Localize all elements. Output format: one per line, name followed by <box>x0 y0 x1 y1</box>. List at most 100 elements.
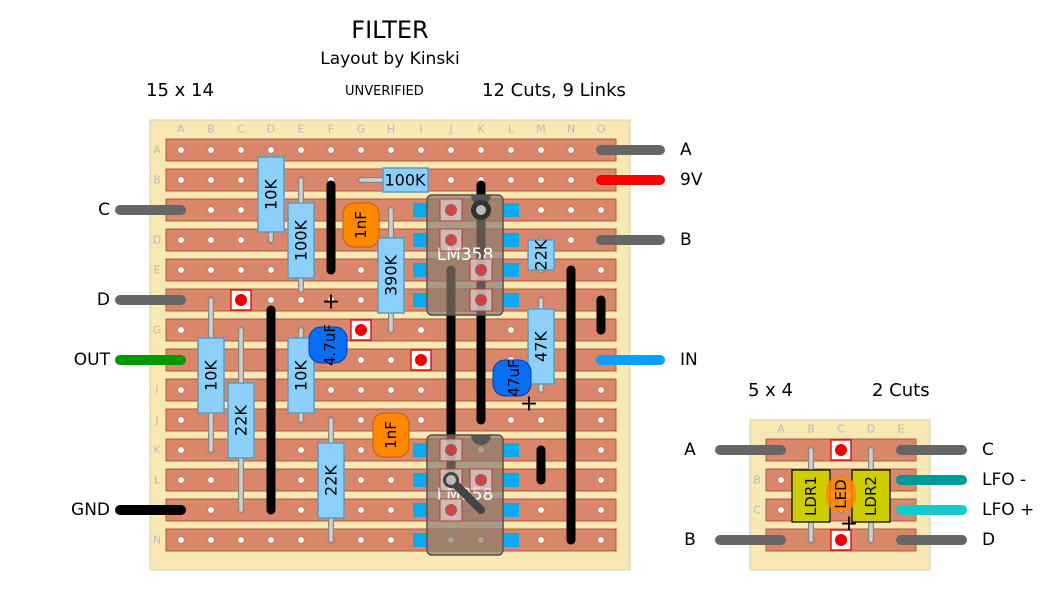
row-label: B <box>753 474 761 487</box>
column-label: C <box>837 423 845 436</box>
hole <box>357 446 365 454</box>
polarity-plus: + <box>520 392 538 417</box>
wire-label-d: D <box>982 530 995 550</box>
hole <box>177 476 185 484</box>
hole <box>507 326 515 334</box>
hole <box>177 146 185 154</box>
hole <box>567 146 575 154</box>
column-label: A <box>777 423 785 436</box>
cuts-links-label: 12 Cuts, 9 Links <box>482 80 626 101</box>
ic-pin <box>413 473 428 487</box>
column-label: I <box>419 123 422 136</box>
hole <box>237 236 245 244</box>
cut-dot <box>445 504 457 516</box>
resistor-label: 10K <box>292 360 311 391</box>
ic-pin <box>504 293 519 307</box>
hole <box>537 176 545 184</box>
hole <box>177 236 185 244</box>
capacitor-label: 4.7uF <box>321 324 339 366</box>
cut-dot <box>475 264 487 276</box>
column-label: K <box>477 123 485 136</box>
hole <box>297 536 305 544</box>
ic-body <box>426 194 504 316</box>
ic-pin <box>413 443 428 457</box>
hole <box>417 416 425 424</box>
hole <box>297 506 305 514</box>
resistor-body <box>227 382 255 459</box>
hole <box>777 506 785 514</box>
cut-dot <box>445 204 457 216</box>
led-body <box>826 477 856 511</box>
column-label: C <box>237 123 245 136</box>
hole <box>237 206 245 214</box>
hole <box>297 476 305 484</box>
wire-label-a: A <box>680 140 692 160</box>
wire-label-b: B <box>680 230 692 250</box>
resistor-body <box>287 202 315 279</box>
hole <box>417 326 425 334</box>
hole <box>357 386 365 394</box>
hole <box>267 266 275 274</box>
film-capacitor <box>372 412 410 458</box>
hole <box>237 266 245 274</box>
hole <box>537 506 545 514</box>
row-label: C <box>753 504 761 517</box>
ldr-body <box>791 469 831 523</box>
ic-pin <box>413 293 428 307</box>
hole <box>177 386 185 394</box>
link-end-hole <box>446 475 456 485</box>
hole <box>177 326 185 334</box>
column-label: A <box>177 123 185 136</box>
hole <box>207 536 215 544</box>
column-label: D <box>267 123 275 136</box>
hole <box>327 146 335 154</box>
ic-pin <box>504 443 519 457</box>
hole <box>297 446 305 454</box>
resistor-body <box>527 239 555 271</box>
cut-dot <box>415 354 427 366</box>
column-label: G <box>357 123 366 136</box>
cut-dot <box>445 234 457 246</box>
hole <box>507 176 515 184</box>
wire-label-a: A <box>684 440 696 460</box>
column-label: O <box>597 123 606 136</box>
small-board-size-label: 5 x 4 <box>748 380 793 401</box>
wire-label-9v: 9V <box>680 170 703 190</box>
resistor-body <box>317 442 345 519</box>
hole <box>447 146 455 154</box>
hole <box>537 206 545 214</box>
cut-dot <box>445 444 457 456</box>
ic-pin <box>413 503 428 517</box>
verification-status: UNVERIFIED <box>345 84 424 99</box>
ldr2-label: LDR2 <box>862 476 880 516</box>
resistor-label: 10K <box>262 179 281 210</box>
wire-label-c: C <box>98 200 110 220</box>
hole <box>777 476 785 484</box>
column-label: E <box>898 423 905 436</box>
column-label: D <box>867 423 875 436</box>
hole <box>327 386 335 394</box>
hole <box>597 416 605 424</box>
resistor-body <box>257 156 285 233</box>
hole <box>537 536 545 544</box>
wire-label-gnd: GND <box>71 500 110 520</box>
hole <box>567 176 575 184</box>
hole <box>357 266 365 274</box>
hole <box>297 146 305 154</box>
hole <box>207 236 215 244</box>
hole <box>297 296 305 304</box>
resistor-label: 10K <box>202 360 221 391</box>
ic-notch <box>471 435 491 445</box>
polarity-plus: + <box>322 290 340 315</box>
ic-pin <box>504 473 519 487</box>
row-label: J <box>154 414 158 427</box>
row-label: B <box>153 174 161 187</box>
hole <box>237 176 245 184</box>
hole <box>597 206 605 214</box>
hole <box>207 506 215 514</box>
hole <box>597 536 605 544</box>
wire-label-in: IN <box>680 350 698 370</box>
hole <box>597 386 605 394</box>
small-board-cuts-label: 2 Cuts <box>872 380 930 401</box>
row-label: D <box>153 234 161 247</box>
